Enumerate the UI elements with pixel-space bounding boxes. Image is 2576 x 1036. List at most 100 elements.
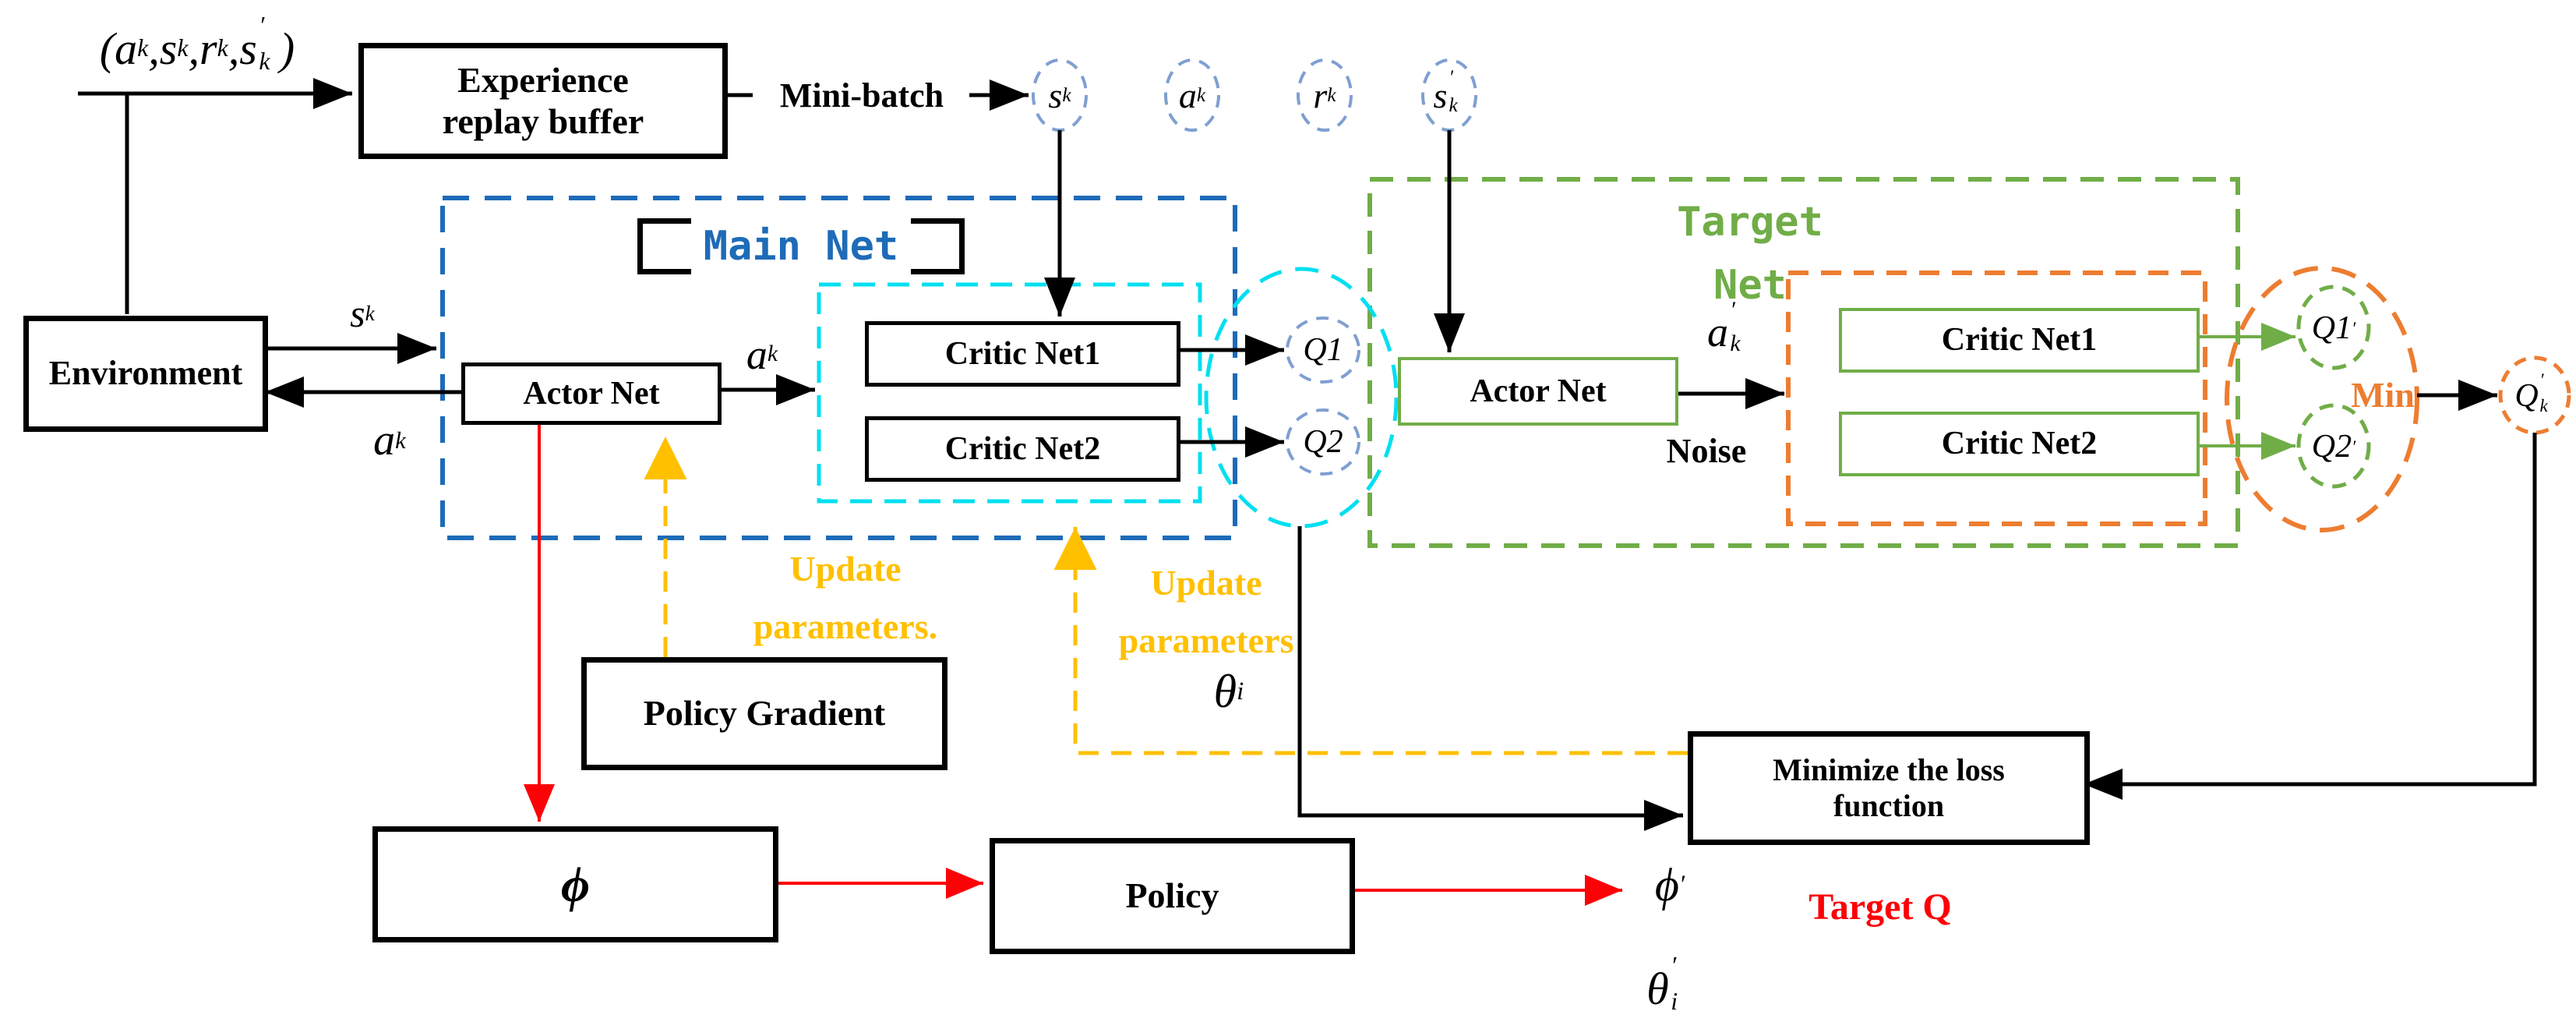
subscript-k: k (767, 341, 778, 366)
critic-net2-text: Critic Net2 (944, 430, 1101, 467)
experience-line1: Experience (457, 59, 629, 100)
main-net-region-border (440, 196, 1237, 540)
prime-mark: ′ (1449, 66, 1454, 89)
q1-text: Q1 (2311, 310, 2352, 346)
subscript-k: k (1327, 83, 1336, 106)
q2-text: Q2 (2311, 429, 2352, 465)
experience-line2: replay buffer (442, 101, 644, 141)
q2-circle (1286, 408, 1360, 476)
subscript-i: i (1237, 677, 1244, 705)
mini-batch-text: Mini-batch (779, 76, 944, 115)
q2-prime-label: Q2′ (2297, 424, 2370, 469)
target-critic-net2-text: Critic Net2 (1941, 426, 2098, 462)
subscript-k: k (1449, 94, 1458, 117)
min-text: Min (2351, 374, 2415, 415)
target-net-line1: Target (1677, 199, 1823, 246)
prime-mark: ′ (1730, 298, 1735, 324)
theta-text: θ (1646, 963, 1669, 1014)
subscript-k: k (217, 34, 228, 62)
phi-text: ϕ (1654, 858, 1679, 910)
sym-a: a (746, 331, 768, 378)
actor-net-text: Actor Net (523, 375, 660, 412)
target-net-label: Target Net (1633, 192, 1867, 316)
environment-text: Environment (48, 354, 243, 393)
right-bracket-shape (911, 218, 965, 274)
q1-prime-circle (2296, 285, 2371, 370)
q-text: Q (2514, 378, 2539, 414)
paren-close: ) (279, 23, 295, 74)
q2-text: Q2 (1303, 424, 1343, 460)
minimize-loss-line1: Minimize the loss (1773, 752, 2005, 787)
left-bracket-shape (637, 218, 691, 274)
prime-mark: ′ (2352, 317, 2356, 338)
update-line1: Update (1150, 563, 1262, 603)
prime-mark: ′ (2539, 369, 2544, 391)
target-q-min-ellipse (2225, 266, 2419, 532)
target-action-akprime-label: a′k (1681, 295, 1775, 369)
update-parameters-critic-label: Update parameters (1089, 553, 1323, 670)
subscript-i: i (1671, 988, 1678, 1016)
q1-circle (1286, 316, 1360, 384)
subscript-k: k (395, 426, 406, 454)
update-line2: parameters (1118, 621, 1294, 660)
environment-box: Environment (23, 316, 268, 432)
paren-open: ( (99, 23, 115, 74)
prime-mark: ′ (2352, 436, 2356, 457)
subscript-k: k (1196, 83, 1206, 106)
phi-text: ϕ (560, 856, 591, 912)
noise-text: Noise (1666, 431, 1747, 470)
noise-label: Noise (1640, 429, 1773, 472)
phi-prime-label: ϕ′ (1627, 846, 1713, 924)
update-line1: Update (789, 549, 902, 589)
q2-prime-circle (2296, 403, 2371, 489)
qk-prime-label: Q′k (2502, 369, 2567, 419)
main-q-values-ellipse (1204, 267, 1399, 529)
sym-s: s (159, 23, 178, 74)
target-critic-net1-box: Critic Net1 (1839, 308, 2200, 373)
sym-s: s (1433, 75, 1448, 115)
target-critics-region-border (1786, 270, 2207, 526)
subscript-k: k (259, 48, 270, 76)
phi-box: ϕ (372, 826, 778, 942)
theta-text: θ (1213, 666, 1237, 717)
mini-batch-label: Mini-batch (754, 75, 969, 115)
sym-a: a (1707, 308, 1728, 355)
policy-text: Policy (1125, 875, 1219, 916)
target-net-line2: Net (1713, 262, 1787, 309)
arrow-q-values-to-loss (1297, 526, 1683, 831)
comma: , (188, 23, 200, 74)
prime-mark: ′ (259, 12, 265, 40)
target-actor-net-box: Actor Net (1398, 357, 1678, 426)
subscript-k: k (137, 34, 149, 62)
sym-a: a (1178, 75, 1197, 115)
actor-net-box: Actor Net (461, 362, 722, 425)
comma: , (228, 23, 240, 74)
sym-a: a (115, 23, 138, 74)
experience-replay-buffer-box: Experience replay buffer (358, 43, 728, 159)
target-q-label: Target Q (1752, 878, 2009, 935)
policy-gradient-box: Policy Gradient (581, 657, 947, 770)
policy-gradient-text: Policy Gradient (643, 693, 886, 734)
theta-i-prime-label: θ′i (1622, 949, 1716, 1027)
update-line2: parameters. (753, 606, 938, 646)
minimize-loss-line2: function (1833, 788, 1945, 823)
critic-net1-box: Critic Net1 (865, 321, 1180, 387)
q2-label: Q2 (1288, 419, 1358, 465)
q1-prime-label: Q1′ (2297, 306, 2370, 351)
sym-r: r (1313, 75, 1328, 115)
target-q-text: Target Q (1808, 886, 1952, 928)
policy-box: Policy (990, 838, 1355, 954)
main-net-label: Main Net (637, 218, 965, 274)
sample-rk-circle (1297, 58, 1353, 132)
arrow-qk-to-loss (2084, 433, 2537, 800)
main-net-text: Main Net (703, 223, 899, 270)
minimize-loss-box: Minimize the loss function (1688, 731, 2090, 845)
target-net-region-border (1367, 177, 2240, 548)
